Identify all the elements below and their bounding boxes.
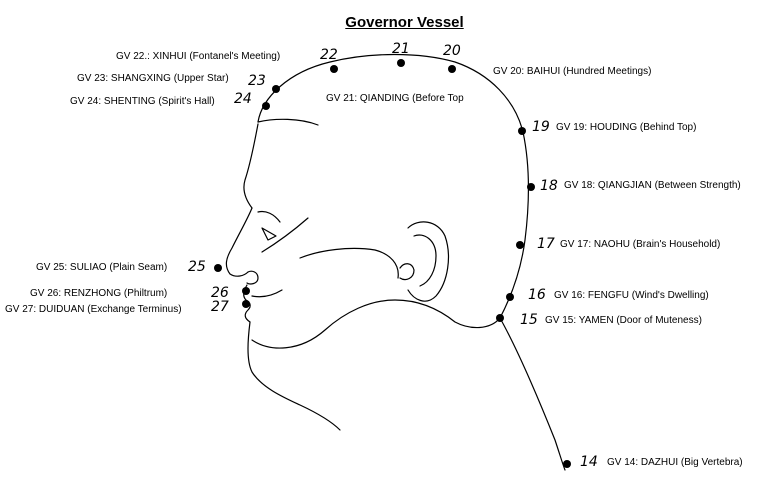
mouth-line — [251, 289, 283, 298]
acupoint-gv19 — [518, 127, 526, 135]
hairline — [257, 118, 319, 126]
number-gv18: 18 — [540, 178, 558, 194]
label-gv22: GV 22.: XINHUI (Fontanel's Meeting) — [116, 51, 281, 62]
chin-line — [247, 321, 341, 431]
number-gv17: 17 — [537, 236, 555, 252]
forehead-line — [243, 123, 259, 209]
acupoint-gv26 — [242, 287, 250, 295]
number-gv14: 14 — [580, 454, 598, 470]
acupoint-gv23 — [272, 85, 280, 93]
number-gv27: 27 — [211, 299, 229, 315]
label-gv18: GV 18: QIANGJIAN (Between Strength) — [564, 180, 741, 191]
label-gv23: GV 23: SHANGXING (Upper Star) — [77, 73, 229, 84]
cheek-contour — [299, 247, 399, 279]
number-gv16: 16 — [528, 287, 546, 303]
number-gv24: 24 — [234, 91, 252, 107]
number-gv26: 26 — [211, 285, 229, 301]
acupoint-gv24 — [262, 102, 270, 110]
skull-outline — [257, 53, 530, 319]
acupoint-gv18 — [527, 183, 535, 191]
acupoint-gv27 — [242, 300, 250, 308]
number-gv20: 20 — [443, 43, 461, 59]
eye-line — [261, 227, 277, 241]
nose-line — [225, 207, 253, 277]
label-gv15: GV 15: YAMEN (Door of Muteness) — [545, 315, 702, 326]
ear-inner — [413, 234, 437, 287]
neck-back-line — [499, 317, 566, 471]
label-gv26: GV 26: RENZHONG (Philtrum) — [30, 288, 168, 299]
label-gv21: GV 21: QIANDING (Before Top — [326, 93, 464, 104]
label-gv25: GV 25: SULIAO (Plain Seam) — [36, 262, 168, 273]
number-gv22: 22 — [320, 47, 338, 63]
acupoint-gv15 — [496, 314, 504, 322]
cheek-line — [261, 217, 309, 253]
label-gv17: GV 17: NAOHU (Brain's Household) — [560, 239, 721, 250]
number-gv23: 23 — [248, 73, 266, 89]
jaw-line — [251, 299, 501, 349]
label-gv16: GV 16: FENGFU (Wind's Dwelling) — [554, 290, 709, 301]
label-gv24: GV 24: SHENTING (Spirit's Hall) — [70, 96, 215, 107]
nostril-line — [246, 270, 259, 285]
number-gv19: 19 — [532, 119, 550, 135]
label-gv14: GV 14: DAZHUI (Big Vertebra) — [607, 457, 743, 468]
number-gv15: 15 — [520, 312, 538, 328]
acupoint-gv16 — [506, 293, 514, 301]
acupoint-gv20 — [448, 65, 456, 73]
label-gv27: GV 27: DUIDUAN (Exchange Terminus) — [5, 304, 182, 315]
eyebrow-line — [257, 210, 281, 223]
acupoint-gv22 — [330, 65, 338, 73]
diagram-title: Governor Vessel — [345, 14, 464, 31]
acupoint-gv21 — [397, 59, 405, 67]
label-gv19: GV 19: HOUDING (Behind Top) — [556, 122, 697, 133]
acupoint-gv17 — [516, 241, 524, 249]
acupoint-gv14 — [563, 460, 571, 468]
label-gv20: GV 20: BAIHUI (Hundred Meetings) — [493, 66, 652, 77]
ear-outer — [407, 221, 450, 302]
ear-canal — [399, 263, 415, 281]
number-gv21: 21 — [392, 41, 410, 57]
acupoint-gv25 — [214, 264, 222, 272]
number-gv25: 25 — [188, 259, 206, 275]
